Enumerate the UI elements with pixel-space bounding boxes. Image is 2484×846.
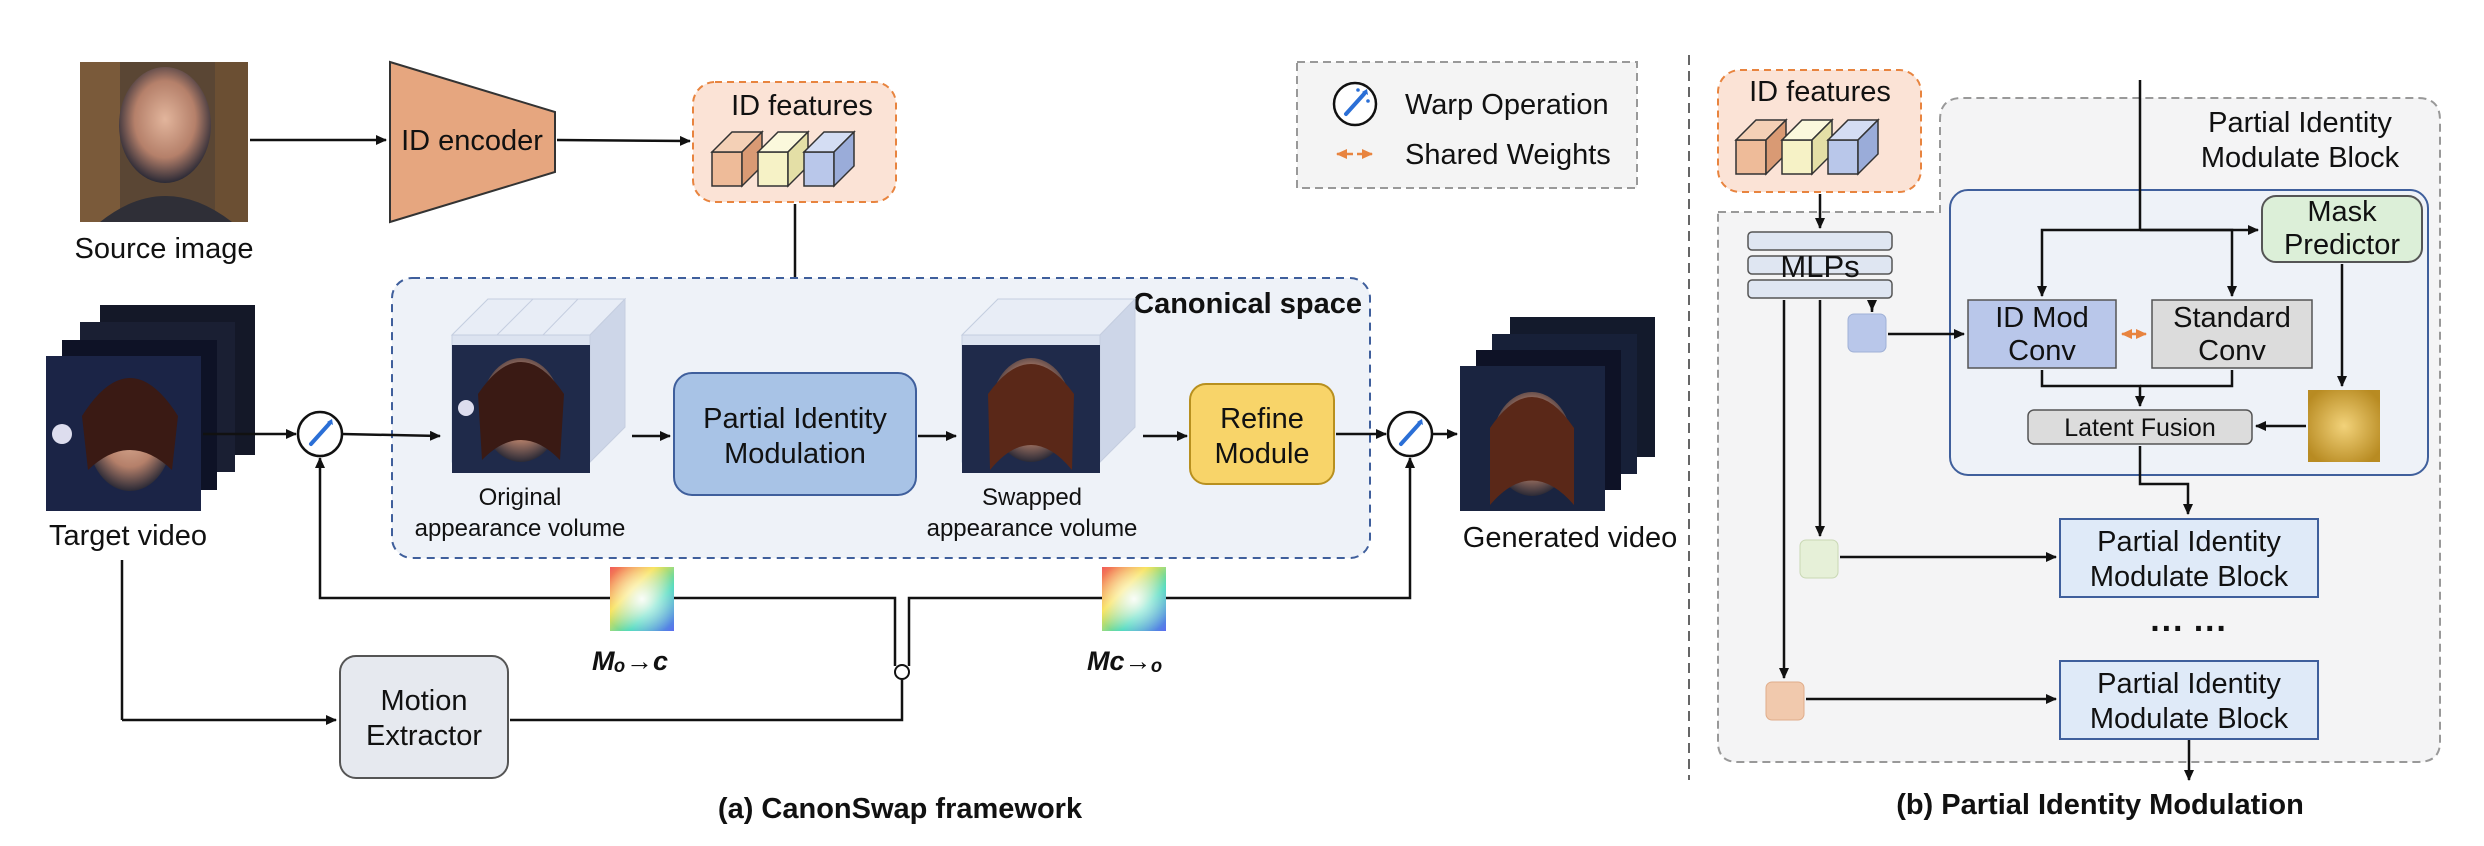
motion-line2: Extractor: [366, 720, 482, 752]
idmod-to-fusion-arrow: [2040, 370, 2145, 407]
id-features-label-b: ID features: [1749, 76, 1891, 108]
pimb2-line2: Modulate Block: [2090, 561, 2289, 593]
std-to-fusion-line: [2140, 370, 2234, 388]
original-volume-cube: [450, 297, 627, 473]
latent-fusion-label: Latent Fusion: [2064, 414, 2216, 442]
legend-warp-label: Warp Operation: [1405, 89, 1609, 121]
motion-line1: Motion: [380, 685, 467, 717]
caption-a: (a) CanonSwap framework: [718, 793, 1083, 825]
legend-shared-label: Shared Weights: [1405, 139, 1611, 171]
pimb-title-line2: Modulate Block: [2201, 142, 2400, 174]
swapped-volume-cube: [960, 297, 1137, 473]
caption-b: (b) Partial Identity Modulation: [1896, 789, 2304, 821]
token-2: [1799, 539, 1839, 579]
mlps-block: [1747, 231, 1893, 299]
original-volume-line2: appearance volume: [415, 515, 626, 542]
latent-fusion-block: [2027, 409, 2253, 445]
original-volume-line1: Original: [479, 484, 562, 511]
swapped-volume-line1: Swapped: [982, 484, 1082, 511]
flow-oc-line: [315, 457, 897, 666]
motion-out-line: [510, 680, 904, 722]
flow-co-label: Mc→ₒ: [1087, 646, 1163, 676]
id-encoder-label: ID encoder: [401, 125, 543, 157]
target-video-label: Target video: [49, 520, 207, 552]
id-features-label: ID features: [731, 90, 873, 122]
warp1-to-volume-arrow: [341, 430, 441, 441]
input-to-idmod-arrow: [2037, 228, 2140, 297]
encoder-to-idfeat-arrow: [556, 135, 691, 146]
pimb2-line1: Partial Identity: [2097, 526, 2281, 558]
pimb-block-3: [2059, 660, 2319, 740]
mask-map-image: [2308, 390, 2380, 462]
warp-node-2: [1386, 410, 1434, 458]
flow-map-co: [1102, 567, 1166, 631]
flow-map-oc: [610, 567, 674, 631]
std-line1: Standard: [2173, 302, 2291, 334]
std-line2: Conv: [2198, 335, 2266, 367]
generated-video-stack: [1460, 317, 1655, 511]
pim-a-line1: Partial Identity: [703, 403, 887, 435]
motion-junction: [894, 664, 910, 680]
fusion-to-block2-arrow: [2138, 446, 2193, 515]
mask-line1: Mask: [2307, 196, 2377, 228]
canonical-space-label: Canonical space: [1133, 288, 1362, 320]
pim-a-line2: Modulation: [724, 438, 866, 470]
id-feature-cubes-b: [1734, 118, 1880, 176]
flow-oc-label: Mₒ→c: [592, 646, 668, 676]
refine-module-block: [1189, 383, 1335, 485]
mask-line2: Predictor: [2284, 229, 2400, 261]
id-feature-cubes: [710, 130, 856, 188]
target-video-stack: [46, 305, 255, 511]
pimb-title-line1: Partial Identity: [2208, 107, 2392, 139]
refine-line1: Refine: [1220, 403, 1304, 435]
pimb-block-2: [2059, 518, 2319, 598]
refine-line2: Module: [1214, 438, 1309, 470]
pimb3-line1: Partial Identity: [2097, 668, 2281, 700]
generated-video-label: Generated video: [1463, 522, 1677, 554]
source-image-label: Source image: [75, 233, 254, 265]
swapped-volume-line2: appearance volume: [927, 515, 1138, 542]
pimb3-line2: Modulate Block: [2090, 703, 2289, 735]
motion-extractor-block: [339, 655, 509, 779]
id-encoder-block: [389, 60, 556, 224]
id-mod-conv-block: [1967, 299, 2117, 369]
source-image: [80, 62, 248, 222]
standard-conv-block: [2151, 299, 2313, 369]
pim-block-a: [673, 372, 917, 496]
mlps-label: MLPs: [1780, 249, 1859, 284]
warp-node-1: [296, 410, 344, 458]
idmod-line2: Conv: [2008, 335, 2076, 367]
token-3: [1765, 681, 1805, 721]
mask-predictor-block: [2261, 195, 2423, 263]
warp-icon: [1332, 81, 1378, 127]
idmod-line1: ID Mod: [1995, 302, 2088, 334]
ellipsis-label: ··· ···: [2150, 610, 2227, 648]
token-1: [1847, 313, 1887, 353]
